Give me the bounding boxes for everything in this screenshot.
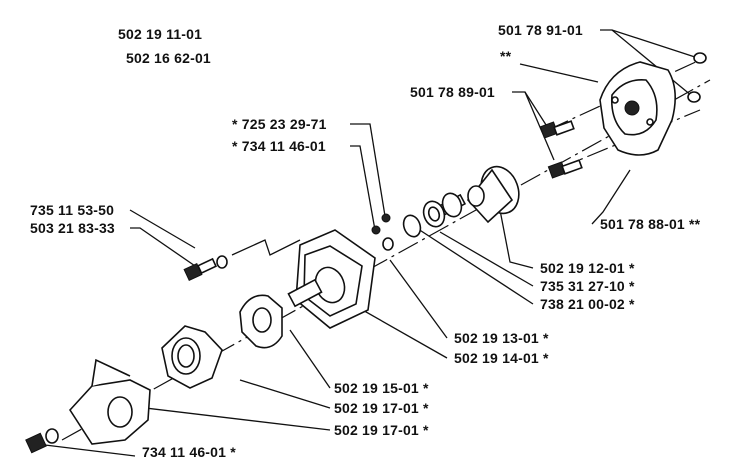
label-735-31-27-10: 735 31 27-10 * <box>540 278 635 294</box>
label-502-19-13-01: 502 19 13-01 * <box>454 330 549 346</box>
label-502-19-17-01-b: 502 19 17-01 * <box>334 422 429 438</box>
bottom-screw <box>25 428 59 454</box>
small-screw-b <box>371 225 381 235</box>
axis-break <box>231 239 301 256</box>
center-axis <box>61 79 711 441</box>
circlip <box>402 214 422 238</box>
small-washer <box>382 237 394 251</box>
bolt-upper <box>539 120 575 139</box>
label-501-78-91-01: 501 78 91-01 <box>498 22 583 38</box>
gear-housing <box>68 358 151 445</box>
label-501-78-88-01: 501 78 88-01 ** <box>600 216 701 232</box>
washer-b <box>687 91 701 103</box>
assembly-number-2: 502 16 62-01 <box>126 50 211 66</box>
drive-hub <box>161 325 223 389</box>
bolt-lower <box>547 159 583 179</box>
small-screw-a <box>381 213 391 223</box>
label-502-19-14-01: 502 19 14-01 * <box>454 350 549 366</box>
washer-a <box>693 52 707 64</box>
label-double-star: ** <box>500 48 512 64</box>
label-738-21-00-02: 738 21 00-02 * <box>540 296 635 312</box>
label-502-19-17-01-a: 502 19 17-01 * <box>334 400 429 416</box>
label-503-21-83-33: 503 21 83-33 <box>30 220 115 236</box>
clutch-assembly <box>599 61 676 156</box>
label-725-23-29-71: * 725 23 29-71 <box>232 116 327 132</box>
label-502-19-15-01: 502 19 15-01 * <box>334 380 429 396</box>
assembly-number-1: 502 19 11-01 <box>118 26 203 42</box>
needle-bearing <box>441 192 463 218</box>
label-734-11-46-01-top: * 734 11 46-01 <box>232 138 326 154</box>
screw-washer-set <box>183 255 228 282</box>
label-735-11-53-50: 735 11 53-50 <box>30 202 115 218</box>
label-502-19-12-01: 502 19 12-01 * <box>540 260 635 276</box>
bearing-housing <box>287 229 376 329</box>
flange-plate <box>239 294 283 349</box>
label-501-78-89-01: 501 78 89-01 <box>410 84 495 100</box>
label-734-11-46-01-bottom: 734 11 46-01 * <box>142 444 236 460</box>
